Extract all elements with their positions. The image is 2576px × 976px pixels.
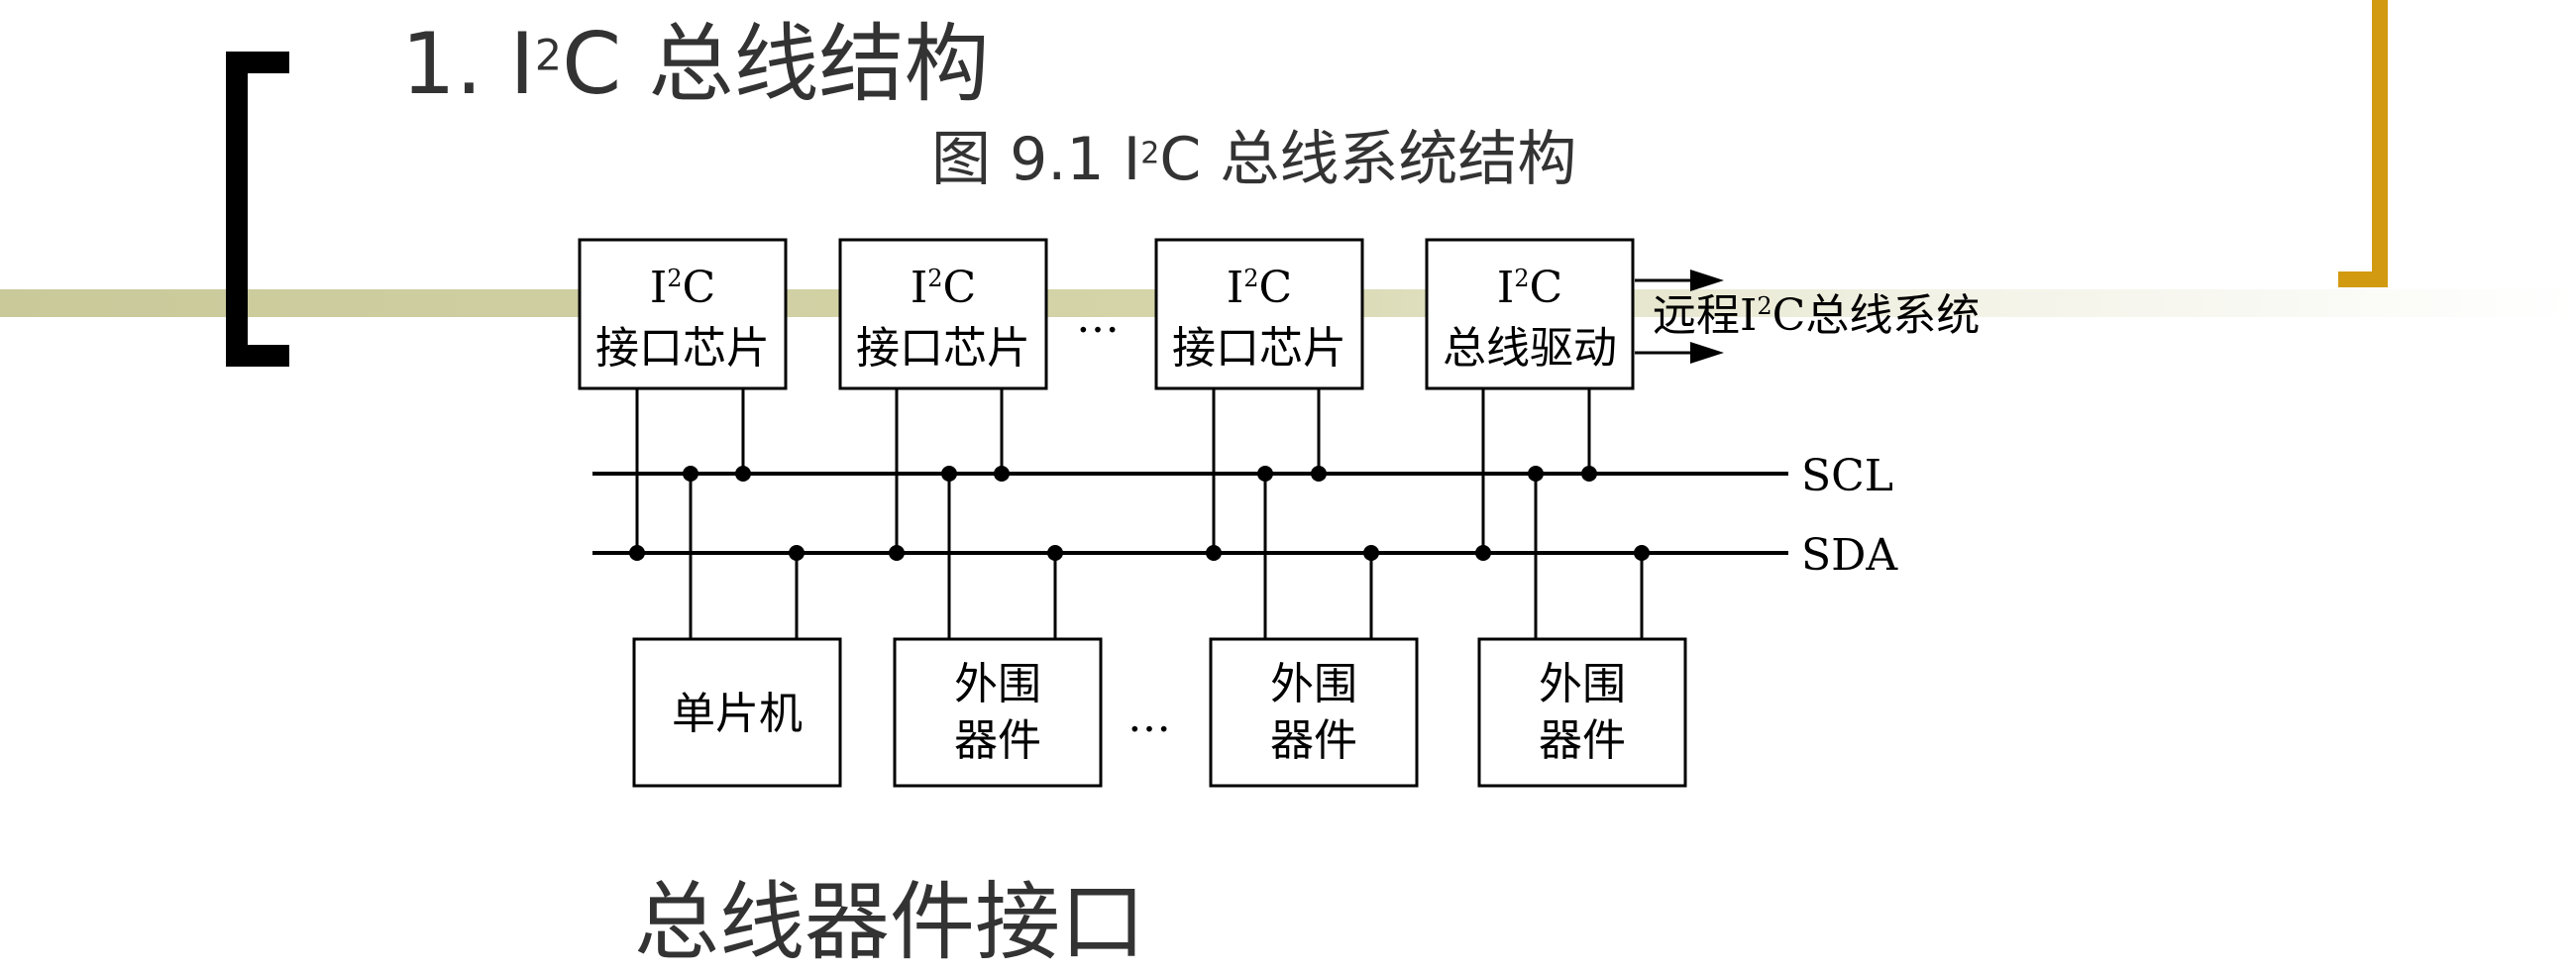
slide-heading: 1. I2C 总线结构 (401, 15, 990, 114)
i2c-bus-diagram: SCL SDA I2C 接口芯片 I2C 接口芯片 … I2C 接口芯片 I2C… (578, 238, 1980, 788)
remote-arrows (1635, 270, 1724, 364)
top-box-1: I2C 接口芯片 (578, 238, 788, 390)
top-box-2-line1: I2C (911, 263, 976, 313)
scl-label: SCL (1801, 451, 1893, 501)
bottom-box-4-line1: 外围 (1539, 659, 1626, 709)
bottom-box-2-line2: 器件 (954, 715, 1041, 766)
bottom-box-3: 外围 器件 (1209, 637, 1419, 788)
bottom-box-2: 外围 器件 (893, 637, 1103, 788)
bottom-box-4: 外围 器件 (1477, 637, 1687, 788)
top-box-3-line1: I2C (1227, 263, 1292, 313)
top-box-4-line2: 总线驱动 (1443, 323, 1617, 374)
top-box-1-line2: 接口芯片 (595, 323, 770, 374)
bottom-box-1-line1: 单片机 (672, 689, 803, 739)
bottom-box-3-line2: 器件 (1270, 715, 1357, 766)
junction-dots (629, 466, 1650, 561)
top-box-4-line1: I2C (1497, 263, 1562, 313)
bottom-partial-text: 总线器件接口 (634, 873, 1145, 972)
top-box-2: I2C 接口芯片 (838, 238, 1048, 390)
top-box-1-line1: I2C (650, 263, 715, 313)
bottom-connections (689, 474, 1644, 639)
remote-bus-label: 远程I2C总线系统 (1653, 290, 1980, 341)
bottom-box-3-line1: 外围 (1270, 659, 1357, 709)
figure-caption: 图 9.1 I2C 总线系统结构 (931, 125, 1577, 194)
sda-label: SDA (1801, 530, 1898, 581)
bottom-box-1: 单片机 (632, 637, 842, 788)
top-box-4: I2C 总线驱动 (1425, 238, 1635, 390)
left-bracket-decoration (226, 52, 289, 367)
top-ellipsis: … (1076, 292, 1120, 343)
bottom-box-4-line2: 器件 (1539, 715, 1626, 766)
top-box-3: I2C 接口芯片 (1154, 238, 1364, 390)
top-box-3-line2: 接口芯片 (1172, 323, 1346, 374)
top-box-2-line2: 接口芯片 (856, 323, 1030, 374)
right-bracket-decoration (2338, 0, 2388, 287)
top-connections (635, 388, 1591, 553)
bottom-ellipsis: … (1127, 692, 1171, 742)
bottom-box-2-line1: 外围 (954, 659, 1041, 709)
